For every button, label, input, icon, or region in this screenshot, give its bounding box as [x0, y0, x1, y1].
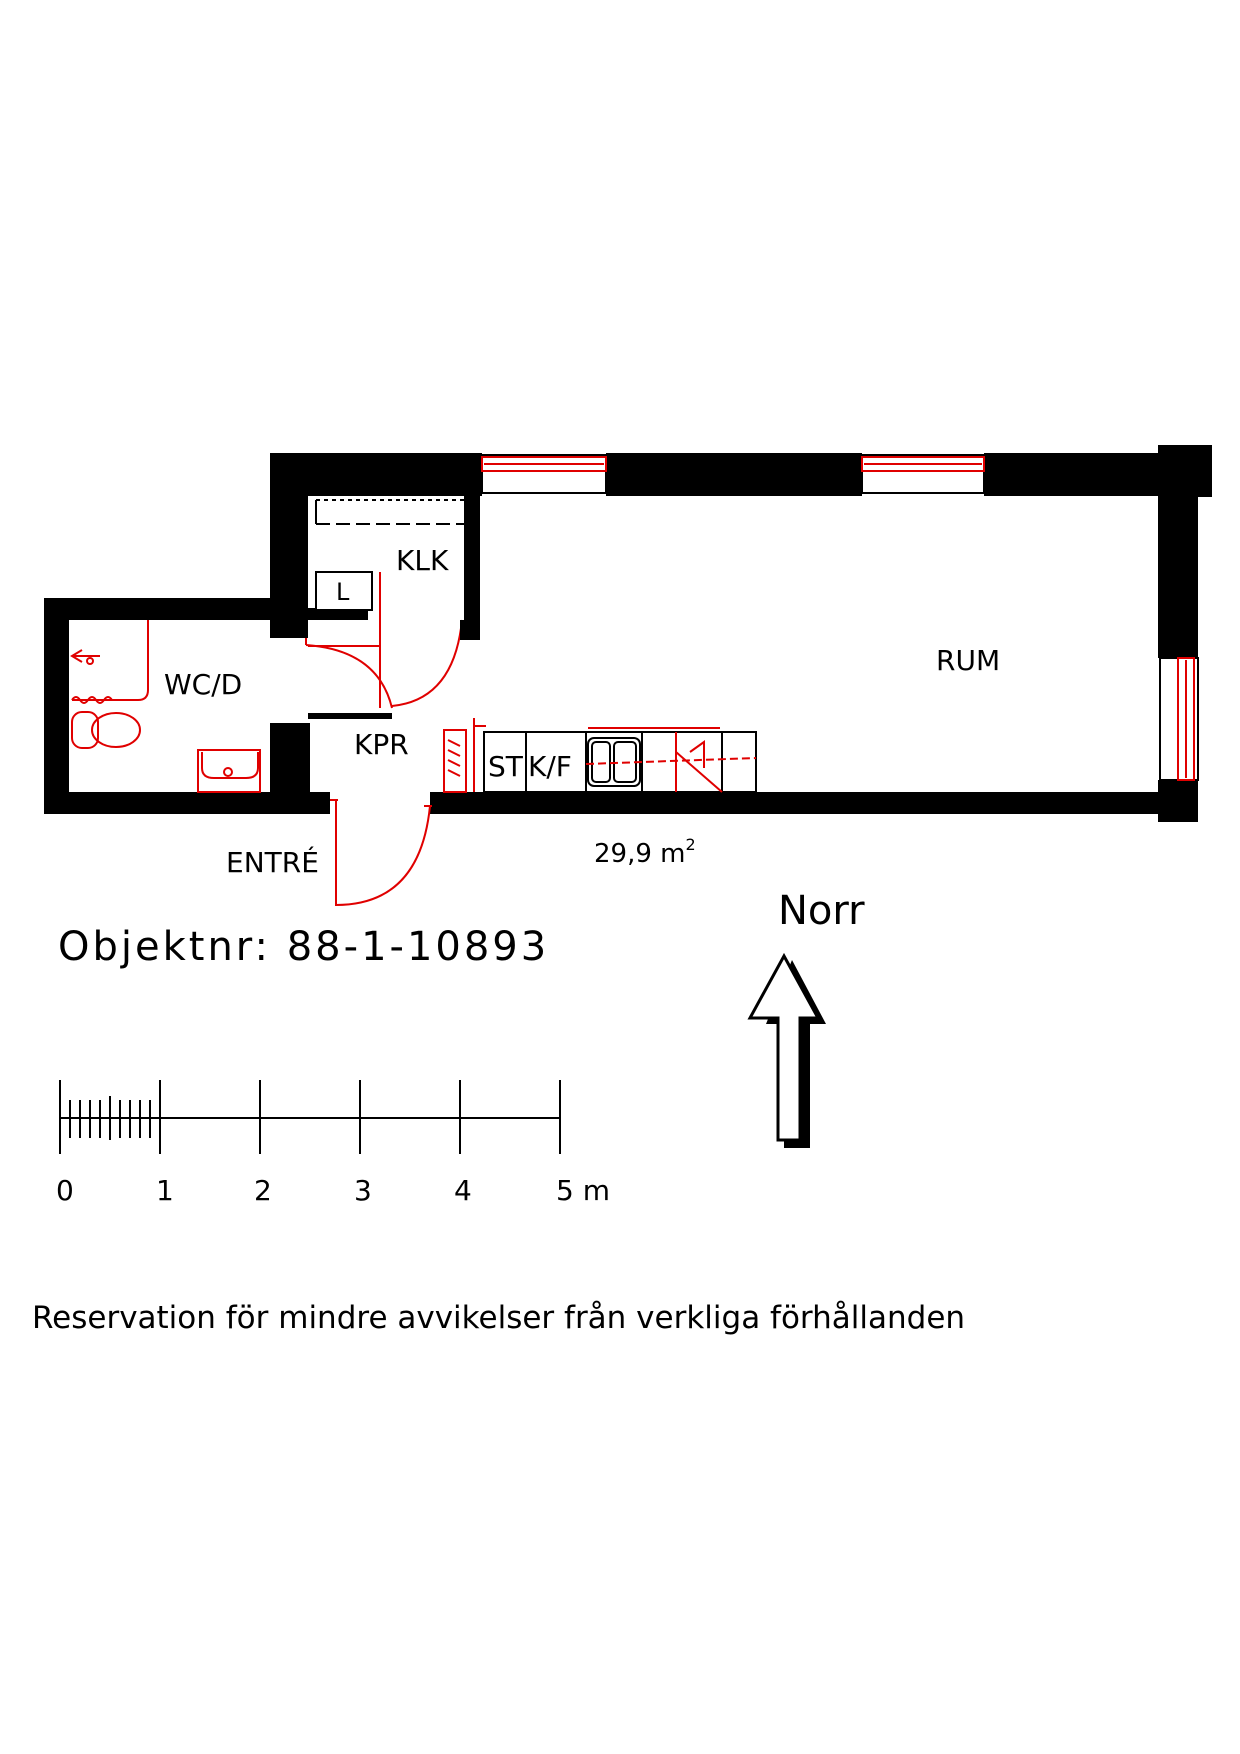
- disclaimer: Reservation för mindre avvikelser från v…: [32, 1300, 965, 1336]
- laundry-box: [315, 571, 373, 611]
- sink: [197, 749, 261, 793]
- wall-wc-left: [44, 598, 69, 814]
- area-superscript: 2: [685, 835, 695, 854]
- wall-klk-rum: [464, 496, 480, 640]
- cabinet-marks: [474, 725, 757, 793]
- room-label-entre: ENTRÉ: [226, 845, 319, 879]
- scale-label-0: 0: [56, 1174, 74, 1207]
- shower-arrow: [70, 649, 100, 663]
- toilet: [71, 711, 141, 749]
- walls: [44, 445, 1212, 822]
- rum-door: [391, 619, 463, 707]
- wall-wc-bottom: [44, 792, 330, 814]
- scale-label-5: 5 m: [556, 1174, 610, 1207]
- fixtures: [70, 499, 757, 907]
- wall-top-mid: [606, 453, 862, 496]
- fixture-label-laundry: L: [336, 578, 350, 606]
- scale-labels: 0 1 2 3 4 5 m: [56, 1174, 610, 1207]
- room-label-klk: KLK: [396, 544, 449, 577]
- wall-main-bottom: [430, 792, 1198, 814]
- scale-label-3: 3: [354, 1174, 372, 1207]
- room-label-rum: RUM: [936, 644, 1000, 677]
- compass-label: Norr: [778, 888, 865, 934]
- wall-wc-top: [44, 598, 308, 620]
- window-right: [1159, 657, 1199, 781]
- area-number: 29,9 m: [594, 839, 685, 869]
- fixture-label-stove: ST: [488, 750, 524, 783]
- entry-door: [335, 800, 431, 907]
- wall-right: [1158, 453, 1198, 658]
- wall-wc-right: [270, 723, 310, 793]
- window-top-left: [481, 454, 607, 494]
- wall-top-right: [984, 453, 1160, 496]
- scale-label-1: 1: [156, 1174, 174, 1207]
- window-top-right: [861, 454, 985, 494]
- room-label-kpr: KPR: [354, 728, 409, 761]
- wall-stub-kpr: [308, 713, 392, 719]
- windows: [481, 454, 1199, 781]
- coat-rack: [443, 729, 467, 793]
- heater-coil: [71, 696, 113, 704]
- north-arrow-icon: [747, 952, 826, 1148]
- scale-label-4: 4: [454, 1174, 472, 1207]
- shower-outline: [72, 620, 149, 701]
- object-number: Objektnr: 88-1-10893: [58, 924, 549, 970]
- fixture-label-fridge: K/F: [528, 750, 572, 783]
- scale-bar: [59, 1080, 561, 1154]
- room-label-wcd: WC/D: [164, 668, 242, 701]
- scale-label-2: 2: [254, 1174, 272, 1207]
- area-value: 29,9 m2: [594, 835, 696, 869]
